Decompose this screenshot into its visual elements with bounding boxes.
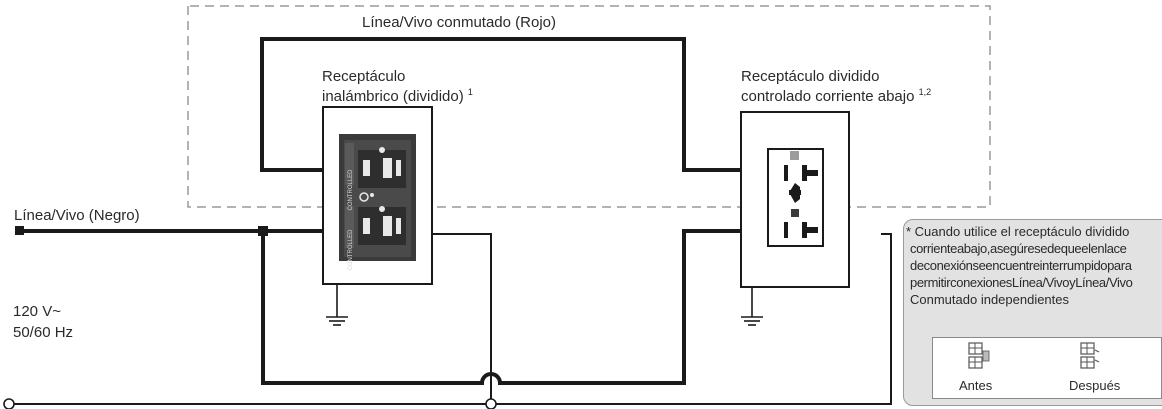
split-link-note: * Cuando utilice el receptáculo dividido… — [903, 219, 1162, 406]
before-link-icon — [968, 342, 990, 369]
split-receptacle-device — [767, 148, 824, 247]
wireless-receptacle-title-1: Receptáculo — [322, 68, 406, 85]
switched-line-label: Línea/Vivo conmutado (Rojo) — [362, 14, 557, 31]
controlled-marking-2: CONTROLLED — [348, 229, 354, 271]
wireless-receptacle-footnote: 1 — [467, 87, 473, 97]
wireless-receptacle-title-2: inalámbrico (dividido) 1 — [322, 87, 473, 106]
line-hot-label: Línea/Vivo (Negro) — [14, 207, 140, 224]
before-after-panel: Antes Después — [932, 337, 1162, 399]
split-receptacle-title-2: controlado corriente abajo 1,2 — [741, 87, 931, 106]
ground-symbol-right — [741, 287, 763, 326]
ground-symbol-left — [326, 284, 348, 326]
hot-loop-wire — [261, 229, 741, 385]
switched-line-wire — [260, 37, 741, 172]
neutral-terminal — [3, 398, 15, 409]
note-line-5: Conmutado independientes — [910, 292, 1070, 307]
wireless-receptacle-device: CONTROLLED CONTROLLED — [339, 134, 416, 271]
switched-zone-boundary — [187, 5, 991, 208]
voltage-label: 120 V~ — [13, 303, 61, 320]
split-receptacle-title-text: controlado corriente abajo — [741, 88, 915, 105]
note-line-1: * Cuando utilice el receptáculo dividido — [906, 224, 1130, 239]
split-receptacle-title-1: Receptáculo dividido — [741, 68, 880, 85]
note-line-3: deconexiónseencuentreinterrumpidopara — [910, 258, 1132, 273]
controlled-marking: CONTROLLED — [348, 169, 354, 211]
note-line-4: permitirconexionesLínea/VivoyLínea/Vivo — [910, 275, 1133, 290]
after-label: Después — [1069, 378, 1121, 393]
before-label: Antes — [959, 378, 993, 393]
split-receptacle-footnote: 1,2 — [918, 87, 932, 97]
neutral-from-wireless — [432, 233, 492, 404]
frequency-label: 50/60 Hz — [13, 324, 74, 341]
line-hot-terminal — [15, 226, 24, 235]
wireless-receptacle-title-text: inalámbrico (dividido) — [322, 88, 464, 105]
note-line-2: corrienteabajo,asegúresedequeelenlace — [910, 241, 1127, 256]
after-link-icon — [1080, 342, 1100, 369]
neutral-junction — [485, 398, 497, 409]
neutral-wire — [14, 233, 892, 405]
